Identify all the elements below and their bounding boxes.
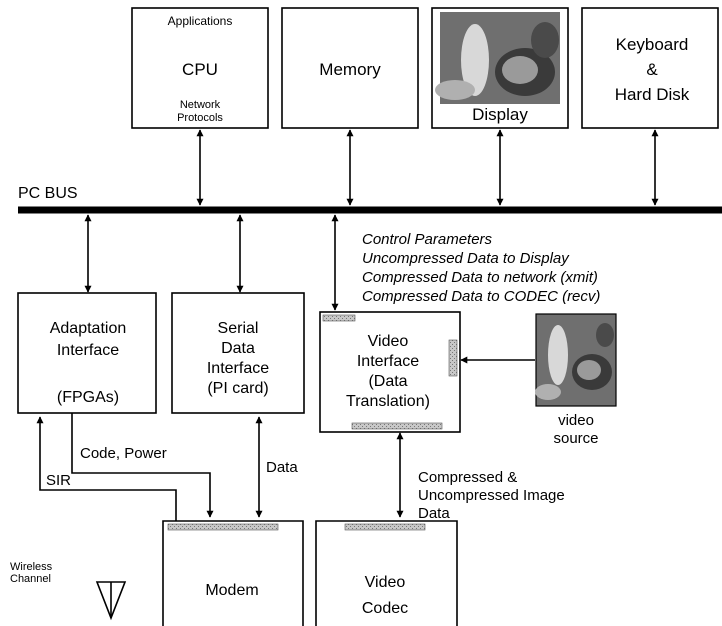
source-label: source bbox=[553, 430, 598, 447]
serial-data-interface-box bbox=[171, 292, 305, 414]
annotation-control-parameters: Control Parameters bbox=[362, 231, 493, 248]
serial-label: Serial bbox=[218, 320, 259, 337]
ampersand-label: & bbox=[646, 60, 658, 79]
annotation-compressed-network: Compressed Data to network (xmit) bbox=[362, 269, 598, 286]
modem-label: Modem bbox=[205, 582, 258, 599]
video-interface-side-connector bbox=[448, 339, 458, 377]
video-codec-connector bbox=[344, 523, 426, 531]
video-interface-top-connector bbox=[322, 314, 356, 322]
wireless-label: Wireless bbox=[10, 561, 53, 573]
translation-label: Translation) bbox=[346, 393, 430, 410]
fpgas-label: (FPGAs) bbox=[57, 389, 119, 406]
video-codec-label: Video bbox=[365, 574, 406, 591]
video-interface-data-label: (Data bbox=[368, 373, 407, 390]
video-interface-interface-label: Interface bbox=[357, 353, 419, 370]
memory-box bbox=[281, 7, 419, 129]
modem-connector bbox=[167, 523, 279, 531]
codec-link-label-2: Uncompressed Image bbox=[418, 487, 565, 504]
serial-data-label: Data bbox=[221, 340, 255, 357]
pi-card-label: (PI card) bbox=[207, 380, 268, 397]
keyboard-label: Keyboard bbox=[616, 35, 689, 54]
video-interface-label: Video bbox=[368, 333, 409, 350]
cpu-protocols-label: Protocols bbox=[177, 112, 223, 124]
video-interface-bottom-connector bbox=[351, 422, 443, 430]
cpu-label: CPU bbox=[182, 60, 218, 79]
cpu-network-label: Network bbox=[180, 99, 221, 111]
interface-label: Interface bbox=[57, 342, 119, 359]
hard-disk-label: Hard Disk bbox=[615, 85, 690, 104]
display-photo-image bbox=[435, 12, 560, 104]
annotation-compressed-codec: Compressed Data to CODEC (recv) bbox=[362, 288, 600, 305]
keyboard-box bbox=[581, 7, 719, 129]
video-codec-box bbox=[315, 520, 458, 626]
antenna-icon bbox=[95, 581, 127, 621]
codec-link-label-3: Data bbox=[418, 505, 450, 522]
video-label: video bbox=[558, 412, 594, 429]
adaptation-interface-box bbox=[17, 292, 157, 414]
sir-label: SIR bbox=[46, 472, 71, 489]
sir-arrow bbox=[36, 416, 177, 521]
video-source-image bbox=[535, 313, 617, 407]
annotation-uncompressed-display: Uncompressed Data to Display bbox=[362, 250, 570, 267]
code-power-label: Code, Power bbox=[80, 445, 167, 462]
cpu-box bbox=[131, 7, 269, 129]
codec-link-label-1: Compressed & bbox=[418, 469, 517, 486]
codec-label: Codec bbox=[362, 600, 408, 617]
data-label: Data bbox=[266, 459, 298, 476]
modem-box bbox=[162, 520, 304, 626]
channel-label: Channel bbox=[10, 573, 51, 585]
adaptation-label: Adaptation bbox=[50, 320, 127, 337]
display-label: Display bbox=[472, 105, 528, 124]
serial-interface-label: Interface bbox=[207, 360, 269, 377]
memory-label: Memory bbox=[319, 60, 381, 79]
video-interface-box bbox=[319, 311, 461, 433]
pc-bus-label: PC BUS bbox=[18, 185, 78, 202]
cpu-applications-label: Applications bbox=[168, 14, 233, 28]
code-power-arrow bbox=[71, 413, 214, 518]
